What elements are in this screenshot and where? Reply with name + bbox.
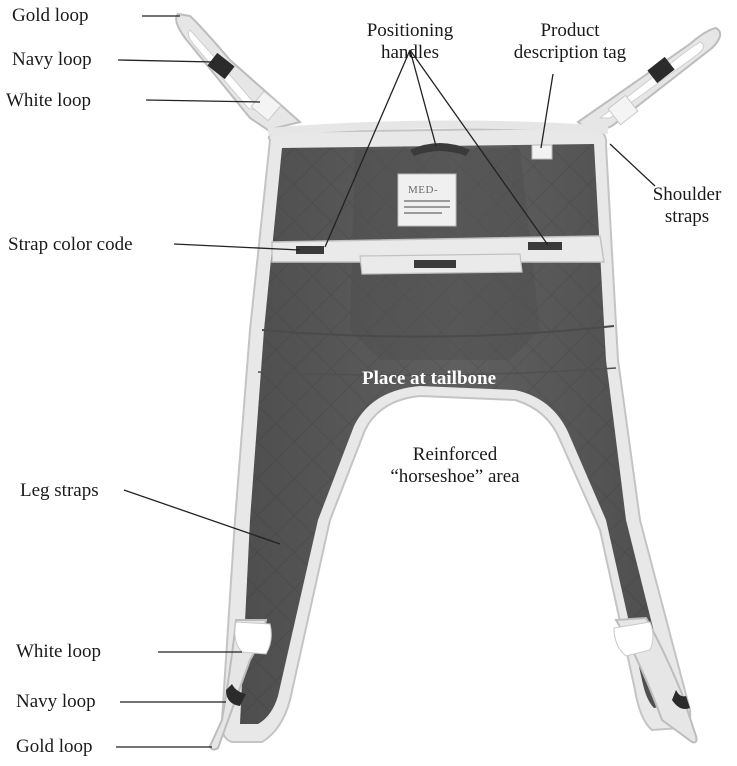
leader-navy-loop-top	[118, 60, 214, 62]
label-product-description-tag: Product description tag	[490, 20, 650, 64]
label-place-at-tailbone: Place at tailbone	[362, 368, 496, 390]
label-reinforced-line1: Reinforced	[365, 444, 545, 466]
brand-tag-text: MED-	[408, 184, 438, 196]
label-leg-straps: Leg straps	[20, 480, 99, 502]
label-strap-color-code: Strap color code	[8, 234, 133, 256]
white-loop-bottom-left	[235, 622, 271, 654]
color-code-mark-3	[528, 242, 562, 250]
color-code-mark-1	[296, 246, 324, 254]
label-navy-loop-top: Navy loop	[12, 49, 92, 71]
label-shoulder-straps-line1: Shoulder	[638, 184, 736, 206]
white-loop-bottom-right	[614, 622, 653, 656]
left-shoulder-strap	[176, 14, 300, 130]
label-white-loop-bottom: White loop	[16, 641, 101, 663]
label-navy-loop-bottom: Navy loop	[16, 691, 96, 713]
label-gold-loop-top: Gold loop	[12, 5, 89, 27]
label-reinforced-line2: “horseshoe” area	[365, 466, 545, 488]
label-white-loop-top: White loop	[6, 90, 91, 112]
product-description-tag-patch	[532, 145, 552, 159]
label-positioning-handles-line1: Positioning	[340, 20, 480, 42]
label-reinforced-horseshoe-area: Reinforced “horseshoe” area	[365, 444, 545, 488]
label-positioning-handles: Positioning handles	[340, 20, 480, 64]
label-gold-loop-bottom: Gold loop	[16, 736, 93, 758]
label-shoulder-straps: Shoulder straps	[638, 184, 736, 228]
label-product-tag-line2: description tag	[490, 42, 650, 64]
label-product-tag-line1: Product	[490, 20, 650, 42]
label-shoulder-straps-line2: straps	[638, 206, 736, 228]
leader-shoulder-straps	[610, 144, 655, 186]
label-positioning-handles-line2: handles	[340, 42, 480, 64]
